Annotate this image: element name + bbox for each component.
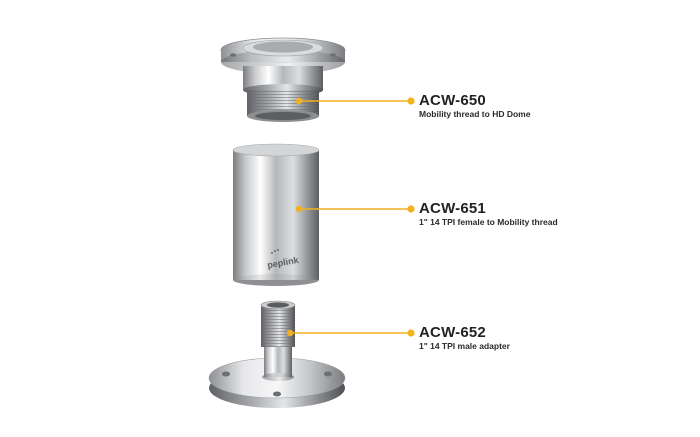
acw-651-part: peplink (232, 143, 320, 286)
marker-dot-652-end (407, 329, 415, 337)
product-code: ACW-650 (419, 92, 486, 109)
marker-dot-651 (295, 205, 303, 213)
product-code: ACW-652 (419, 324, 486, 341)
acw-652-part (208, 300, 346, 408)
marker-dot-650-end (407, 97, 415, 105)
acw-650-part (220, 37, 346, 122)
leader-lines (286, 97, 415, 337)
label-acw-651: ACW-651 1" 14 TPI female to Mobility thr… (419, 200, 558, 228)
product-description: 1" 14 TPI male adapter (419, 341, 510, 351)
product-description: 1" 14 TPI female to Mobility thread (419, 217, 558, 227)
label-acw-652: ACW-652 1" 14 TPI male adapter (419, 324, 510, 352)
product-description: Mobility thread to HD Dome (419, 109, 531, 119)
marker-dot-650 (295, 97, 303, 105)
marker-dot-651-end (407, 205, 415, 213)
product-code: ACW-651 (419, 200, 486, 217)
label-acw-650: ACW-650 Mobility thread to HD Dome (419, 92, 530, 120)
marker-dot-652 (286, 329, 294, 337)
